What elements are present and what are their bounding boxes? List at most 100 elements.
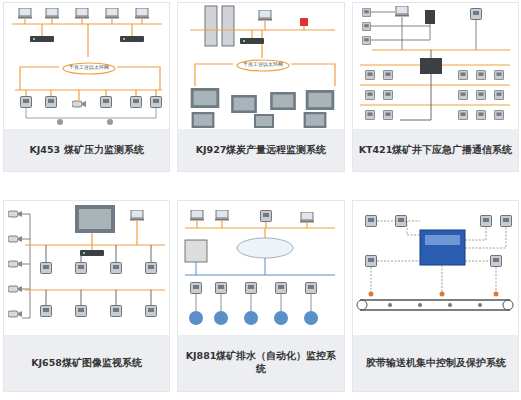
broadcast-system-art-part — [476, 70, 485, 79]
output-system-art-part — [304, 112, 327, 128]
pressure-system-art-part — [107, 119, 113, 125]
drainage-system-art-part — [196, 294, 311, 311]
output-system-art-part — [192, 112, 215, 128]
video-system-art-part — [8, 236, 22, 242]
system-caption: KT421煤矿井下应急广播通信系统 — [353, 129, 518, 171]
output-system-art-part — [300, 18, 308, 26]
network-label: 千兆工业以太环网 — [69, 65, 109, 71]
drainage-system-art-part — [300, 212, 314, 223]
output-system-art-part — [190, 21, 335, 58]
output-system-art-part — [205, 6, 217, 46]
network-ring: 千兆工业以太环网 — [62, 62, 116, 75]
broadcast-system-art-part — [362, 8, 370, 16]
conveyor-system-art-part — [425, 235, 460, 245]
conveyor-system-art — [357, 216, 513, 311]
drainage-system-art-part — [185, 240, 207, 262]
conveyor-system-art-part — [371, 265, 496, 292]
broadcast-system-art-part — [360, 50, 510, 105]
conveyor-system-art-part — [494, 292, 499, 297]
drainage-system-art-part — [246, 283, 257, 294]
broadcast-system-art-part — [471, 9, 482, 20]
output-system-art-part — [306, 90, 335, 110]
video-system-art-part — [8, 261, 22, 267]
system-caption: KJ927煤炭产量远程监测系统 — [178, 129, 344, 171]
drainage-system-art-part — [191, 283, 202, 294]
video-system-art-part — [41, 263, 52, 274]
broadcast-system-art-part — [494, 90, 503, 99]
pressure-system-art-part — [72, 101, 86, 107]
broadcast-system-art-part — [362, 22, 370, 30]
broadcast-system-art-part — [365, 90, 374, 99]
pressure-system-art-part — [131, 97, 142, 108]
drainage-system-art-part — [304, 311, 318, 325]
output-system-art — [190, 6, 335, 128]
drainage-system-art-part — [189, 311, 203, 325]
conveyor-system-art-part — [357, 300, 367, 310]
video-system-art — [8, 205, 165, 318]
pressure-system-art-part — [151, 97, 162, 108]
broadcast-system-art-part — [362, 36, 370, 44]
drainage-system-art — [185, 210, 335, 325]
video-system-art-part — [22, 214, 30, 318]
broadcast-system-art-part — [476, 90, 485, 99]
output-system-art-part — [270, 92, 296, 110]
conveyor-system-art-part — [478, 303, 482, 307]
pressure-system-art-part — [57, 119, 63, 125]
drainage-system-art-part — [237, 238, 293, 258]
conveyor-system-art-part — [491, 256, 502, 267]
pressure-system-art-part — [101, 97, 112, 108]
video-system-art-part — [146, 306, 157, 317]
drainage-system-art-part — [261, 211, 272, 222]
broadcast-system-art-part — [383, 110, 392, 119]
broadcast-system-art-part — [395, 6, 409, 17]
video-system-art-part — [130, 210, 144, 221]
pressure-system-art-part — [12, 19, 162, 57]
pressure-system-art-part — [135, 8, 149, 19]
output-system-art-part — [231, 95, 257, 113]
broadcast-system-art-part — [371, 12, 476, 50]
video-system-art-part — [76, 263, 87, 274]
system-card: KJ453 煤矿压力监测系统 千兆工业以太环网 — [3, 2, 170, 172]
pressure-system-art-part — [26, 108, 156, 118]
broadcast-system-art-part — [494, 110, 503, 119]
system-caption: KJ453 煤矿压力监测系统 — [4, 129, 169, 171]
conveyor-system-art-part — [369, 292, 374, 297]
system-card: KJ927煤炭产量远程监测系统 千兆工业以太环网 — [177, 2, 345, 172]
conveyor-system-art-part — [440, 292, 445, 297]
ring-ellipse — [237, 60, 289, 71]
video-system-art-part — [80, 250, 104, 256]
system-card: 胶带输送机集中控制及保护系统 — [352, 200, 519, 392]
output-system-art-part — [254, 114, 274, 128]
pressure-system-art-part — [75, 8, 89, 19]
drainage-system-art-part — [276, 283, 287, 294]
broadcast-system-art-part — [383, 70, 392, 79]
output-system-art-part — [240, 38, 264, 44]
broadcast-system-art-part — [476, 110, 485, 119]
output-system-art-part — [258, 10, 272, 21]
broadcast-system-art-part — [365, 110, 374, 119]
video-system-art-part — [75, 205, 115, 233]
conveyor-system-art-part — [360, 300, 510, 310]
broadcast-system-art-part — [365, 70, 374, 79]
system-card: KT421煤矿井下应急广播通信系统 — [352, 2, 519, 172]
drainage-system-art-part — [244, 311, 258, 325]
conveyor-system-art-part — [388, 303, 392, 307]
conveyor-system-art-part — [418, 303, 422, 307]
conveyor-system-art-part — [448, 303, 452, 307]
output-system-art-part — [222, 6, 234, 46]
video-system-art-part — [8, 211, 22, 217]
pressure-system-art-part — [46, 97, 57, 108]
drainage-system-art-part — [185, 221, 335, 238]
broadcast-system-art-part — [458, 110, 467, 119]
video-system-art-part — [46, 245, 151, 305]
video-system-art-part — [146, 263, 157, 274]
video-system-art-part — [41, 306, 52, 317]
network-label: 千兆工业以太环网 — [243, 62, 283, 68]
drainage-system-art-part — [215, 210, 229, 221]
network-ring: 千兆工业以太环网 — [236, 59, 290, 72]
system-caption: KJ658煤矿图像监视系统 — [4, 335, 169, 391]
broadcast-system-art-part — [400, 50, 431, 120]
conveyor-system-art-part — [503, 300, 513, 310]
video-system-art-part — [111, 263, 122, 274]
